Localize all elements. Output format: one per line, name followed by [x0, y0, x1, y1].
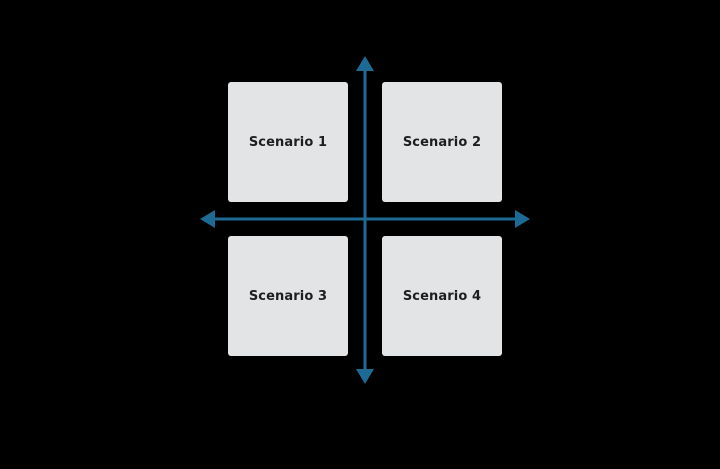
scenario-2-box: Scenario 2	[382, 82, 502, 202]
left-arrow-head	[200, 210, 215, 228]
scenario-1-label: Scenario 1	[248, 134, 328, 150]
scenario-4-label: Scenario 4	[402, 288, 482, 304]
scenario-3-label: Scenario 3	[248, 288, 328, 304]
scenario-1-box: Scenario 1	[228, 82, 348, 202]
scenario-4-box: Scenario 4	[382, 236, 502, 356]
down-arrow-head	[356, 369, 374, 384]
scenario-3-box: Scenario 3	[228, 236, 348, 356]
scenario-2-label: Scenario 2	[402, 134, 482, 150]
right-arrow-head	[515, 210, 530, 228]
up-arrow-head	[356, 56, 374, 71]
